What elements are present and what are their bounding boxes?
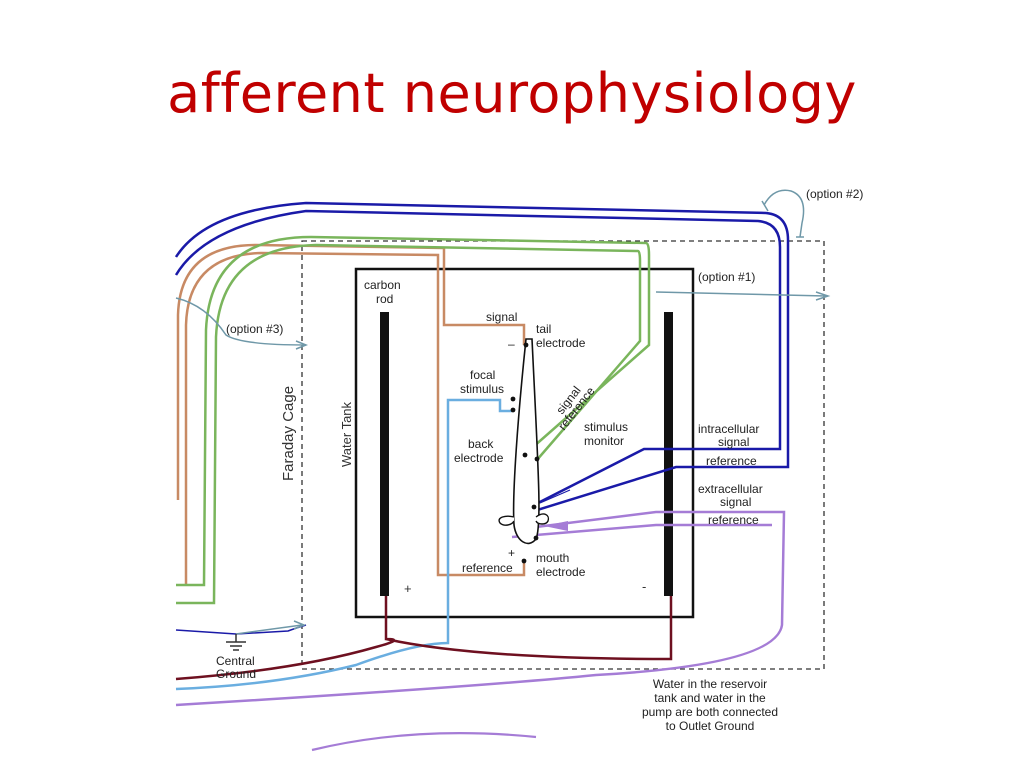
purple-wire-a [175,510,786,707]
ground-icon [226,634,246,651]
label-signal-top: signal [486,310,517,324]
label-back-electrode: electrode [454,451,504,465]
carbon-rod-right [664,312,673,596]
option1-tick [815,291,831,301]
fish-fin-left [498,515,515,526]
purple-wire-b [511,523,772,539]
label-rod: rod [376,292,393,306]
label-carbon: carbon [364,278,401,292]
blue-arrow [539,489,571,504]
label-minus-tail: – [508,337,515,351]
label-central: Central [216,654,255,668]
label-minus-right: - [642,579,646,594]
purple-wire-bottom [311,732,537,752]
reservoir-note-line-1: Water in the reservoir [653,677,767,691]
label-option-2: (option #2) [806,187,863,201]
ground-tick [293,620,307,630]
water-tank-outline [354,267,695,619]
label-option-1: (option #1) [698,270,755,284]
dark-red-wire [175,596,673,681]
green-wire-b [176,243,642,605]
label-stimulus: stimulus [584,420,628,434]
option2-wire [763,189,805,238]
fish-body [512,338,540,545]
label-extracellular: extracellular [698,482,763,496]
label-faraday-cage: Faraday Cage [280,386,297,481]
label-intracellular: intracellular [698,422,759,436]
label-plus-mouth: + [508,546,515,560]
label-ground: Ground [216,667,256,681]
reservoir-note-line-2: tank and water in the [654,691,766,705]
blue-wire-outer [174,201,790,513]
electrode-dots [510,342,540,564]
label-reference-extra: reference [708,513,759,527]
ground-wire-grey [235,624,303,635]
carbon-rod-left [380,312,389,596]
reservoir-note-line-3: pump are both connected [642,705,778,719]
green-wire-a [176,235,651,587]
label-intracellular-signal: signal [718,435,749,449]
option2-tick [761,200,804,238]
label-mouth: mouth [536,551,569,565]
label-option-3: (option #3) [226,322,283,336]
label-reference-mouth: reference [462,561,513,575]
purple-arrow [544,521,568,531]
label-mouth-electrode: electrode [536,565,586,579]
label-focal-stimulus: stimulus [460,382,504,396]
slide-title: afferent neurophysiology [167,62,857,125]
label-tail: tail [536,322,551,336]
reservoir-note-line-4: to Outlet Ground [666,719,755,733]
label-back: back [468,437,494,451]
orange-wire-b [184,251,526,585]
option1-wire [655,291,827,297]
label-water-tank: Water Tank [339,401,354,467]
blue-wire-inner [174,209,782,507]
label-reference-intra: reference [706,454,757,468]
option3-wire [175,297,307,346]
label-extracellular-signal: signal [720,495,751,509]
light-blue-wire [175,398,512,691]
option3-tick [295,340,309,350]
fish-fin-right [535,513,550,525]
label-plus-left: + [404,581,412,596]
label-tail-electrode: electrode [536,336,586,350]
label-focal: focal [470,368,495,382]
rig-diagram: (option #2) (option #1) (option #3) carb… [174,187,863,752]
label-stimulus-monitor: monitor [584,434,624,448]
